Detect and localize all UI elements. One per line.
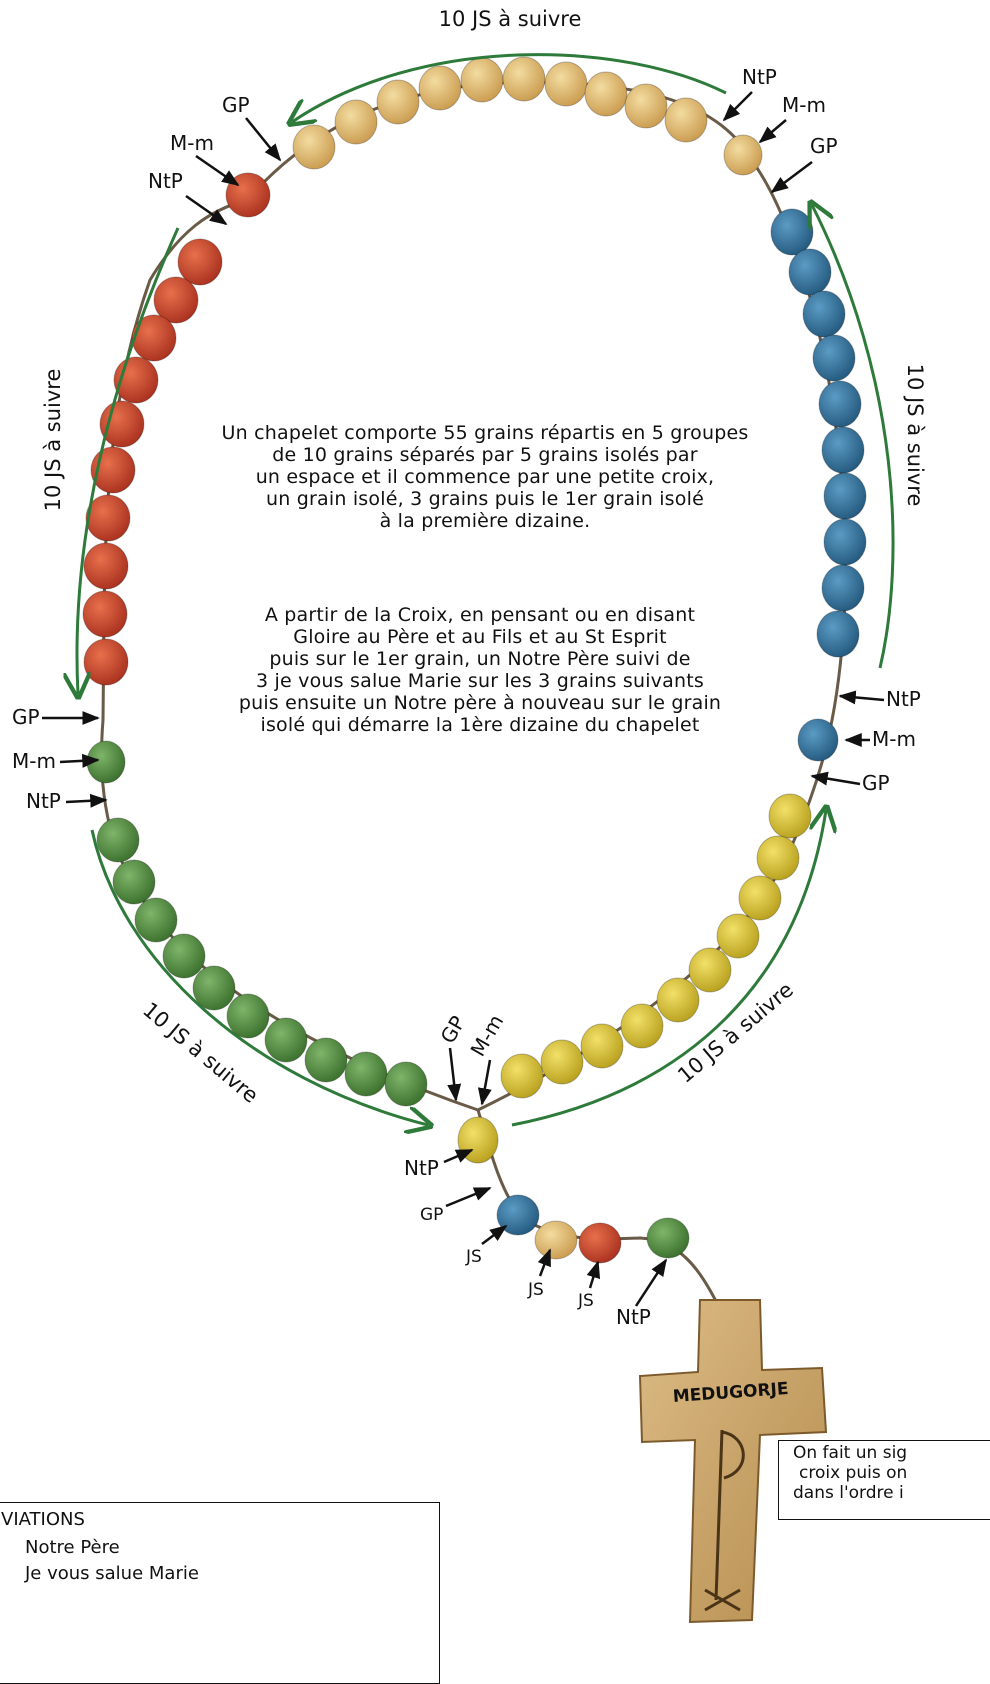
bead-top-decade-5 bbox=[461, 58, 503, 102]
bead-bottom-right-decade-1 bbox=[769, 794, 811, 838]
label-mm-top-right: M-m bbox=[782, 93, 826, 117]
bead-pendant-first bbox=[458, 1117, 498, 1163]
paragraph1-line: de 10 grains séparés par 5 grains isolés… bbox=[180, 444, 790, 466]
label-mm-top-left: M-m bbox=[170, 131, 214, 155]
arc-label-top: 10 JS à suivre bbox=[439, 7, 582, 31]
label-ntp-top-right: NtP bbox=[742, 65, 777, 89]
bead-right-decade-3 bbox=[803, 291, 845, 337]
bead-bottom-left-decade-3 bbox=[135, 898, 177, 942]
bead-bottom-right-decade-5 bbox=[689, 948, 731, 992]
bead-bottom-left-decade-2 bbox=[113, 860, 155, 904]
bead-right-decade-10 bbox=[817, 611, 859, 657]
bead-bottom-right-decade-10 bbox=[501, 1054, 543, 1098]
label-mm-right: M-m bbox=[872, 727, 916, 751]
label-js-3: JS bbox=[577, 1291, 594, 1311]
bead-left-decade-10 bbox=[84, 639, 128, 685]
bead-bottom-left-decade-1 bbox=[97, 818, 139, 862]
legend-title: VIATIONS bbox=[1, 1509, 85, 1530]
bead-top-decade-8 bbox=[585, 72, 627, 116]
bead-left-decade-5 bbox=[100, 401, 144, 447]
bead-bottom-right-decade-6 bbox=[657, 978, 699, 1022]
label-mm-bottom: M-m bbox=[466, 1010, 509, 1060]
bead-right-decade-7 bbox=[824, 473, 866, 519]
bead-top-decade-4 bbox=[419, 66, 461, 110]
label-gp-bottom: GP bbox=[436, 1012, 471, 1048]
label-gp-left: GP bbox=[12, 705, 40, 729]
label-gp-top-right: GP bbox=[810, 134, 838, 158]
label-gp-right: GP bbox=[862, 771, 890, 795]
bead-pendant-js-2 bbox=[535, 1221, 577, 1259]
paragraph1-line: un grain isolé, 3 grains puis le 1er gra… bbox=[180, 488, 790, 510]
bead-bottom-right-decade-7 bbox=[621, 1004, 663, 1048]
bead-top-decade-10 bbox=[665, 98, 707, 142]
label-mm-left: M-m bbox=[12, 749, 56, 773]
label-ntp-left: NtP bbox=[26, 789, 61, 813]
paragraph2-line: puis sur le 1er grain, un Notre Père sui… bbox=[180, 648, 780, 670]
paragraph2-line: Gloire au Père et au Fils et au St Espri… bbox=[180, 626, 780, 648]
bead-top-decade-6 bbox=[503, 57, 545, 101]
bead-right-decade-1 bbox=[771, 209, 813, 255]
paragraph1-line: un espace et il commence par une petite … bbox=[180, 466, 790, 488]
paragraph2-line: isolé qui démarre la 1ère dizaine du cha… bbox=[180, 714, 780, 736]
bead-bottom-left-decade-9 bbox=[345, 1052, 387, 1096]
paragraph2-line: A partir de la Croix, en pensant ou en d… bbox=[180, 604, 780, 626]
bead-left-decade-1 bbox=[178, 239, 222, 285]
bead-top-decade-1 bbox=[293, 125, 335, 169]
bead-pendant-last bbox=[647, 1218, 689, 1258]
bead-top-right-isolated bbox=[724, 135, 762, 175]
paragraph2-line: 3 je vous salue Marie sur les 3 grains s… bbox=[180, 670, 780, 692]
bead-left-decade-9 bbox=[83, 591, 127, 637]
bead-right-decade-2 bbox=[789, 249, 831, 295]
bead-pendant-js-3 bbox=[579, 1223, 621, 1263]
bead-right-decade-8 bbox=[824, 519, 866, 565]
label-ntp-right: NtP bbox=[886, 687, 921, 711]
label-ntp-pendant-bottom: NtP bbox=[616, 1305, 651, 1329]
paragraph1-line: à la première dizaine. bbox=[180, 510, 790, 532]
arc-label-left: 10 JS à suivre bbox=[41, 369, 65, 512]
note-line: On fait un sig bbox=[793, 1443, 990, 1463]
legend-line-je-vous-salue: Je vous salue Marie bbox=[25, 1563, 199, 1584]
bead-bottom-right-decade-2 bbox=[757, 836, 799, 880]
bead-bottom-left-decade-10 bbox=[385, 1062, 427, 1106]
note-line: dans l'ordre i bbox=[793, 1483, 990, 1503]
instructions-paragraph: A partir de la Croix, en pensant ou en d… bbox=[180, 604, 780, 736]
bead-right-decade-4 bbox=[813, 335, 855, 381]
label-ntp-pendant-top: NtP bbox=[404, 1156, 439, 1180]
bead-right-isolated bbox=[798, 719, 838, 761]
label-gp-pendant: GP bbox=[420, 1205, 443, 1225]
bead-top-decade-9 bbox=[625, 84, 667, 128]
bead-top-decade-7 bbox=[545, 62, 587, 106]
bead-top-decade-3 bbox=[377, 80, 419, 124]
bead-right-decade-6 bbox=[822, 427, 864, 473]
label-gp-top-left: GP bbox=[222, 93, 250, 117]
bead-bottom-right-decade-9 bbox=[541, 1040, 583, 1084]
abbreviations-legend: VIATIONS Notre Père Je vous salue Marie bbox=[0, 1502, 440, 1684]
bead-bottom-left-decade-4 bbox=[163, 934, 205, 978]
label-js-1: JS bbox=[465, 1247, 482, 1267]
bead-left-decade-8 bbox=[84, 543, 128, 589]
sign-of-cross-note: On fait un sig croix puis on dans l'ordr… bbox=[778, 1440, 990, 1520]
note-line: croix puis on bbox=[793, 1463, 990, 1483]
label-ntp-top-left: NtP bbox=[148, 169, 183, 193]
bead-left-isolated bbox=[87, 741, 125, 783]
bead-top-left-isolated bbox=[226, 173, 270, 217]
paragraph2-line: puis ensuite un Notre père à nouveau sur… bbox=[180, 692, 780, 714]
arc-label-right: 10 JS à suivre bbox=[903, 364, 927, 507]
description-paragraph: Un chapelet comporte 55 grains répartis … bbox=[180, 422, 790, 532]
bead-top-decade-2 bbox=[335, 100, 377, 144]
bead-bottom-left-decade-6 bbox=[227, 994, 269, 1038]
bead-bottom-left-decade-8 bbox=[305, 1038, 347, 1082]
label-js-2: JS bbox=[527, 1280, 544, 1300]
bead-right-decade-9 bbox=[822, 565, 864, 611]
bead-right-decade-5 bbox=[819, 381, 861, 427]
legend-line-notre-pere: Notre Père bbox=[25, 1537, 120, 1558]
paragraph1-line: Un chapelet comporte 55 grains répartis … bbox=[180, 422, 790, 444]
bead-bottom-right-decade-8 bbox=[581, 1024, 623, 1068]
bead-bottom-right-decade-3 bbox=[739, 876, 781, 920]
bead-bottom-right-decade-4 bbox=[717, 914, 759, 958]
bead-bottom-left-decade-7 bbox=[265, 1018, 307, 1062]
